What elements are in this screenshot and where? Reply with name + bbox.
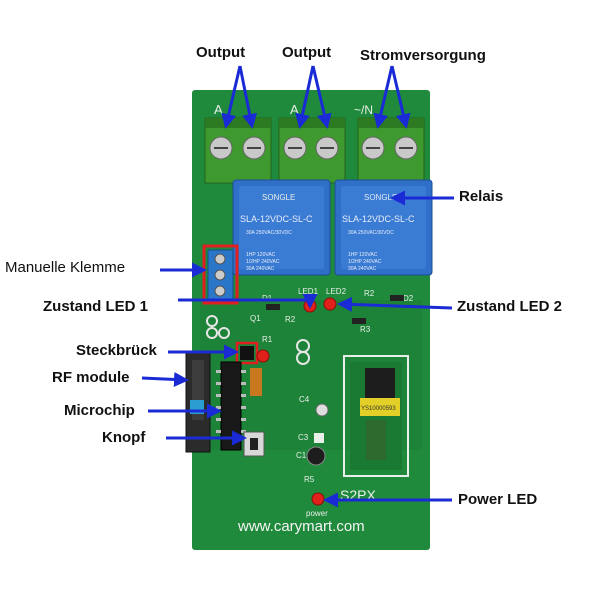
microchip [216, 361, 246, 451]
transformer-label: YS10000593 [361, 406, 396, 412]
capacitor-c1 [306, 446, 326, 466]
arrow-output-2b [311, 65, 332, 129]
label-status-led-1: Zustand LED 1 [43, 298, 149, 315]
manual-terminal [202, 244, 239, 305]
silk-a1: A [214, 102, 223, 117]
label-rf-module: RF module [52, 369, 130, 386]
power-led [311, 492, 325, 506]
relay-2-brand: SONGLE [364, 193, 397, 202]
silk-led2: LED2 [326, 287, 347, 296]
label-power-supply: Stromversorgung [360, 47, 486, 64]
silk-c3: C3 [298, 433, 309, 442]
relay-1: SONGLE SLA-12VDC-SL-C 30A 250VAC/30VDC 1… [232, 179, 331, 276]
silk-a2: A [290, 102, 299, 117]
arrow-power-a [373, 65, 394, 129]
silk-n: ~/N [354, 103, 373, 117]
label-microchip: Microchip [64, 402, 135, 419]
capacitor-c3 [314, 433, 324, 443]
silk-c4: C4 [299, 395, 310, 404]
resistor-d1 [266, 304, 280, 310]
capacitor-c4 [315, 403, 329, 417]
relay-1-rating-4: 30A 240VAC [246, 266, 275, 272]
label-status-led-2: Zustand LED 2 [457, 298, 563, 315]
relay-2: SONGLE SLA-12VDC-SL-C 30A 250VAC/30VDC 1… [334, 179, 433, 276]
label-power-led: Power LED [458, 491, 538, 508]
label-relay: Relais [459, 188, 504, 205]
arrows [141, 65, 454, 508]
label-jumper: Steckbrück [76, 342, 157, 359]
silk-led1: LED1 [298, 287, 319, 296]
arrow-output-1b [238, 65, 258, 129]
relay-2-rating-3: 1/2HP 240VAC [348, 259, 382, 265]
pad-5 [296, 351, 310, 365]
relay-1-rating-3: 1/2HP 240VAC [246, 259, 280, 265]
board-website: www.carymart.com [238, 518, 365, 535]
silk-r2: R2 [285, 315, 296, 324]
silk-r3: R3 [360, 325, 371, 334]
arrow-status-led-1 [178, 294, 318, 309]
power-module: YS10000593 [343, 355, 409, 477]
label-output-1: Output [196, 44, 246, 61]
pad-3 [218, 327, 230, 339]
silk-d2: D2 [403, 294, 414, 303]
relay-1-brand: SONGLE [262, 193, 295, 202]
arrow-power-b [390, 65, 411, 129]
relay-2-rating-1: 30A 250VAC/30VDC [348, 230, 394, 236]
resistor-r2-top [390, 295, 404, 301]
arrow-output-2a [295, 65, 315, 129]
silk-power: power [306, 509, 328, 518]
pad-2 [206, 327, 218, 339]
relay-1-rating-1: 30A 250VAC/30VDC [246, 230, 292, 236]
status-led-2 [323, 297, 337, 311]
jumper [235, 341, 270, 365]
relay-1-rating-2: 1HP 120VAC [246, 252, 276, 258]
power-terminal [357, 117, 425, 184]
silk-q1: Q1 [250, 314, 261, 323]
pad-1 [206, 315, 218, 327]
arrow-rf-module [141, 371, 189, 387]
push-button [243, 431, 265, 457]
silk-r1: R1 [262, 335, 273, 344]
silk-c1: C1 [296, 451, 307, 460]
relay-2-rating-2: 1HP 120VAC [348, 252, 378, 258]
label-output-2: Output [282, 44, 332, 61]
arrow-status-led-2 [337, 296, 453, 312]
relay-2-model: SLA-12VDC-SL-C [342, 214, 415, 224]
output-terminal-1 [204, 117, 272, 184]
silk-r2-top: R2 [364, 289, 375, 298]
relay-1-model: SLA-12VDC-SL-C [240, 214, 313, 224]
resistor-r3 [352, 318, 366, 324]
arrow-output-1a [221, 65, 242, 129]
label-manual-terminal: Manuelle Klemme [5, 259, 126, 276]
silk-r5: R5 [304, 475, 315, 484]
output-terminal-2 [278, 117, 346, 184]
capacitor-orange [250, 368, 262, 396]
relay-2-rating-4: 30A 240VAC [348, 266, 377, 272]
label-button: Knopf [102, 429, 146, 446]
